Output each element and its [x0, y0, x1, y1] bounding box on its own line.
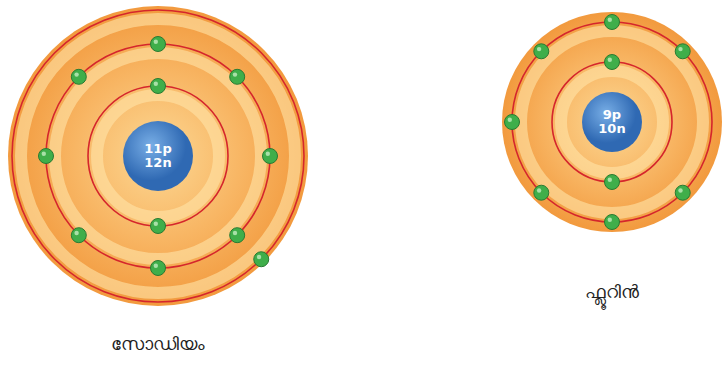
electron: [230, 228, 245, 243]
element-name: സോഡിയം: [111, 332, 205, 355]
electron-dot: [675, 44, 690, 59]
particle-count: 9p: [603, 108, 621, 122]
electron-shell: [88, 86, 228, 226]
electron-shine: [233, 231, 237, 235]
electron-shell: [552, 62, 672, 182]
electron-shine: [74, 72, 78, 76]
electron: [71, 228, 86, 243]
electron: [71, 69, 86, 84]
electron-dot: [230, 69, 245, 84]
electron-dot: [254, 252, 269, 267]
electron: [505, 115, 520, 130]
particle-count: 10n: [598, 122, 625, 136]
electron: [39, 149, 54, 164]
shell-band: [55, 53, 261, 259]
electron-shell: [12, 10, 304, 302]
electron-dot: [230, 228, 245, 243]
electron-shine: [266, 152, 270, 156]
atom-disc: [8, 6, 308, 306]
nucleus-text-holder: 9p10n: [582, 92, 642, 152]
particle-count: 11p: [144, 142, 171, 156]
electron-dot: [675, 185, 690, 200]
electron-dot: [605, 15, 620, 30]
electron: [534, 185, 549, 200]
electron: [605, 15, 620, 30]
electron-shine: [608, 58, 612, 62]
electron-shine: [678, 47, 682, 51]
electron-dot: [534, 44, 549, 59]
electron-shell: [46, 44, 270, 268]
electron: [534, 44, 549, 59]
nucleus: 9p10n: [582, 92, 642, 152]
electron-dot: [505, 115, 520, 130]
atom-model: ഫ്ലൂറിൻ 9p10n: [502, 12, 722, 312]
electron-dot: [151, 37, 166, 52]
electron: [263, 149, 278, 164]
electron-shine: [508, 118, 512, 122]
electron-shine: [537, 188, 541, 192]
particle-count: 12n: [144, 156, 171, 170]
electron-dot: [605, 55, 620, 70]
electron-shine: [257, 255, 261, 259]
electron-dot: [534, 185, 549, 200]
atom-label-holder: സോഡിയം: [8, 332, 308, 355]
electron-dot: [151, 79, 166, 94]
electron-dot: [39, 149, 54, 164]
electron-shine: [608, 18, 612, 22]
atom-model: സോഡിയം 11p12n: [8, 6, 308, 364]
atom-label-holder: ഫ്ലൂറിൻ: [502, 280, 722, 303]
electron-shine: [608, 218, 612, 222]
electron-shine: [154, 82, 158, 86]
shell-band: [521, 31, 703, 213]
nucleus-text-holder: 11p12n: [123, 121, 193, 191]
nucleus-circle: [582, 92, 642, 152]
electron-shine: [678, 188, 682, 192]
electron-dot: [605, 175, 620, 190]
electron: [151, 219, 166, 234]
electron: [151, 79, 166, 94]
shell-band: [21, 19, 295, 293]
electron-dot: [71, 69, 86, 84]
electron: [605, 175, 620, 190]
element-name: ഫ്ലൂറിൻ: [585, 280, 639, 303]
electron-shine: [42, 152, 46, 156]
electron-dot: [151, 261, 166, 276]
electron-dot: [151, 219, 166, 234]
nucleus-circle: [123, 121, 193, 191]
shell-band: [561, 71, 663, 173]
electron: [675, 44, 690, 59]
electron-shine: [233, 72, 237, 76]
electron: [605, 55, 620, 70]
electron: [151, 261, 166, 276]
electron: [254, 252, 269, 267]
nucleus: 11p12n: [123, 121, 193, 191]
electron: [605, 215, 620, 230]
electron-shine: [537, 47, 541, 51]
atom-disc: [502, 12, 722, 232]
electron-shine: [74, 231, 78, 235]
electron-shine: [154, 222, 158, 226]
electron-dot: [71, 228, 86, 243]
electron-dot: [605, 215, 620, 230]
electron-shine: [154, 40, 158, 44]
electron-shell: [512, 22, 712, 222]
electron-shine: [154, 264, 158, 268]
electron-dot: [263, 149, 278, 164]
electron: [151, 37, 166, 52]
shell-band: [97, 95, 219, 217]
electron-shine: [608, 178, 612, 182]
electron: [675, 185, 690, 200]
electron: [230, 69, 245, 84]
